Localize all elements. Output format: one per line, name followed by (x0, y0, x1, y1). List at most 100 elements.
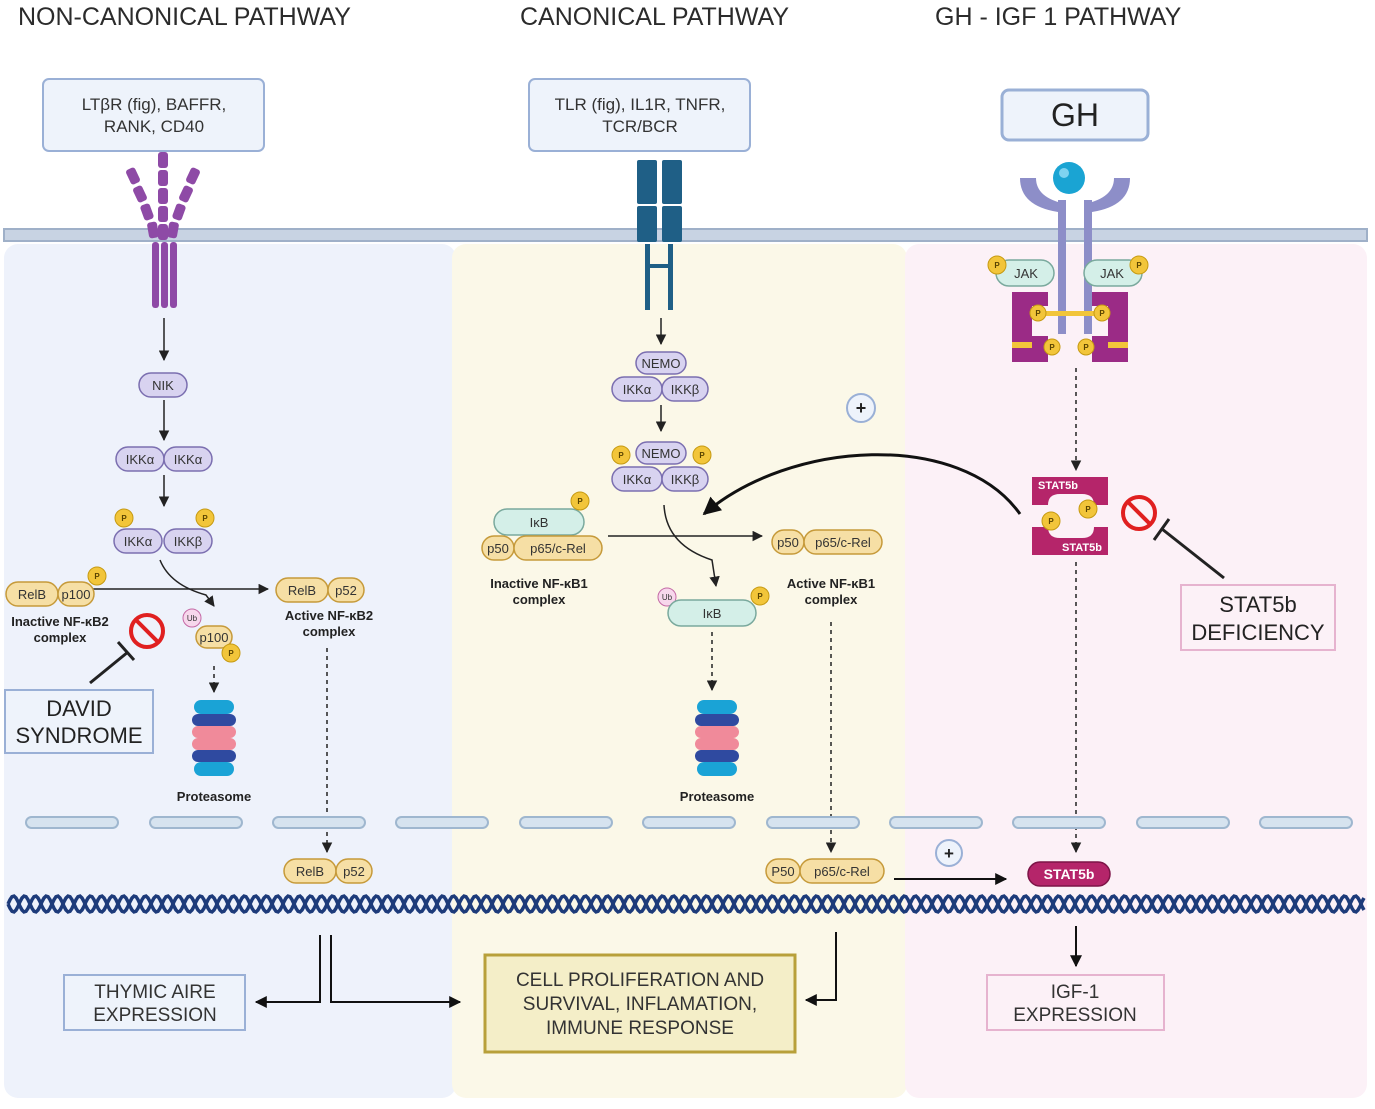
svg-text:P: P (1048, 517, 1054, 526)
plus-icon-lower: + (935, 839, 963, 867)
cell-proliferation-line1: CELL PROLIFERATION AND (516, 970, 764, 991)
proteasome-icon-center (695, 700, 739, 776)
svg-text:P: P (1099, 309, 1105, 318)
svg-text:IκB: IκB (703, 606, 722, 621)
noncanonical-receptor-box (42, 78, 265, 152)
nik: NIK (138, 372, 188, 398)
svg-text:p100: p100 (62, 587, 91, 602)
plus-icon-upper: + (846, 393, 876, 423)
ub-ikb: Ub IκB P (657, 586, 770, 627)
igf1-expression-line1: IGF-1 (1051, 982, 1100, 1003)
svg-text:IKKα: IKKα (126, 452, 155, 467)
svg-text:JAK: JAK (1014, 266, 1038, 281)
svg-text:JAK: JAK (1100, 266, 1124, 281)
nuclear-membrane (25, 816, 1353, 829)
canonical-panel (452, 244, 907, 1098)
nemo-ikk-complex: NEMO IKKα IKKβ (611, 351, 709, 402)
svg-text:P: P (577, 497, 583, 506)
svg-text:IKKα: IKKα (124, 534, 153, 549)
inactive-nfkb1-line2: complex (513, 592, 567, 607)
ltbr-receptor-icon (126, 152, 200, 308)
jak-left: JAK P (987, 255, 1055, 287)
canonical-receptor-line2: TCR/BCR (602, 117, 678, 136)
david-syndrome-line1: DAVID (46, 696, 112, 721)
nuclear-p50-p65: P50 p65/c-Rel (765, 858, 885, 884)
svg-text:IKKα: IKKα (623, 382, 652, 397)
stat5b-dimer: STAT5b STAT5b P P (1032, 477, 1108, 555)
svg-text:IKKβ: IKKβ (671, 472, 699, 487)
inactive-nfkb1-line1: Inactive NF-κB1 (490, 576, 588, 591)
proteasome-label-center: Proteasome (680, 789, 754, 804)
noncanonical-panel (4, 244, 456, 1098)
svg-text:P50: P50 (771, 864, 794, 879)
inactive-nfkb1-complex: IκB P p50 p65/c-Rel (481, 491, 603, 561)
noncanonical-receptor-line1: LTβR (fig), BAFFR, (82, 95, 227, 114)
svg-text:P: P (1083, 343, 1089, 352)
svg-text:+: + (856, 398, 867, 418)
nuclear-relb-p52: RelB p52 (283, 858, 373, 884)
cell-proliferation-line3: IMMUNE RESPONSE (546, 1018, 734, 1039)
svg-text:P: P (618, 451, 624, 460)
relb-p100-complex: RelB p100 P (5, 566, 107, 607)
svg-text:P: P (121, 514, 127, 523)
svg-text:P: P (94, 572, 100, 581)
phospho-ikk-complex-noncanonical: IKKα IKKβ P P (113, 508, 215, 554)
cell-proliferation-line2: SURVIVAL, INFLAMATION, (523, 994, 757, 1015)
stat5b-deficiency-line1: STAT5b (1219, 592, 1296, 617)
phospho-nemo-ikk-complex: NEMO IKKα IKKβ P P (611, 441, 712, 492)
gh-box (1000, 88, 1150, 142)
svg-text:NEMO: NEMO (642, 356, 681, 371)
svg-text:P: P (202, 514, 208, 523)
gh-panel (905, 244, 1367, 1098)
jak-right: JAK P (1083, 255, 1149, 287)
noncanonical-receptor-line2: RANK, CD40 (104, 117, 204, 136)
svg-text:IKKβ: IKKβ (174, 534, 202, 549)
inactive-nfkb2-line1: Inactive NF-κB2 (11, 614, 109, 629)
thymic-aire-box (63, 974, 246, 1031)
svg-text:Ub: Ub (662, 593, 673, 602)
david-syndrome-line2: SYNDROME (15, 723, 142, 748)
svg-text:STAT5b: STAT5b (1044, 866, 1095, 882)
svg-text:p100: p100 (200, 630, 229, 645)
svg-text:P: P (994, 261, 1000, 270)
svg-text:P: P (1035, 309, 1041, 318)
svg-text:P: P (1085, 505, 1091, 514)
svg-text:p50: p50 (487, 541, 509, 556)
svg-text:STAT5b: STAT5b (1038, 480, 1078, 492)
svg-text:p65/c-Rel: p65/c-Rel (530, 541, 586, 556)
dna-helix (6, 894, 1366, 914)
cell-proliferation-box (483, 953, 797, 1054)
svg-text:P: P (699, 451, 705, 460)
svg-text:NEMO: NEMO (642, 446, 681, 461)
active-nfkb1-line2: complex (805, 592, 859, 607)
stat5b-deficiency-line2: DEFICIENCY (1191, 620, 1325, 645)
svg-text:P: P (1136, 261, 1142, 270)
nuclear-stat5b: STAT5b (1027, 861, 1111, 887)
gh-label: GH (1051, 97, 1099, 133)
david-syndrome-box (4, 689, 154, 754)
igf1-expression-box (986, 974, 1165, 1031)
svg-text:p52: p52 (335, 583, 357, 598)
svg-text:p52: p52 (343, 864, 365, 879)
inhibit-icon-david (89, 613, 165, 685)
svg-text:+: + (944, 844, 954, 863)
svg-text:p65/c-Rel: p65/c-Rel (815, 535, 871, 550)
svg-text:RelB: RelB (288, 583, 316, 598)
svg-text:RelB: RelB (296, 864, 324, 879)
svg-text:Ub: Ub (187, 614, 198, 623)
proteasome-label-left: Proteasome (177, 789, 251, 804)
tlr-receptor-icon (637, 160, 682, 310)
svg-text:p65/c-Rel: p65/c-Rel (814, 864, 870, 879)
title-canonical: CANONICAL PATHWAY (520, 3, 789, 31)
inactive-nfkb2-line2: complex (34, 630, 88, 645)
svg-text:NIK: NIK (152, 378, 174, 393)
ikka-dimer: IKKα IKKα (115, 446, 213, 472)
svg-text:STAT5b: STAT5b (1062, 542, 1102, 554)
active-nfkb2-line2: complex (303, 624, 357, 639)
igf1-expression-line2: EXPRESSION (1013, 1005, 1137, 1026)
svg-text:IKKβ: IKKβ (671, 382, 699, 397)
svg-text:P: P (228, 649, 234, 658)
svg-text:RelB: RelB (18, 587, 46, 602)
svg-text:P: P (757, 592, 763, 601)
